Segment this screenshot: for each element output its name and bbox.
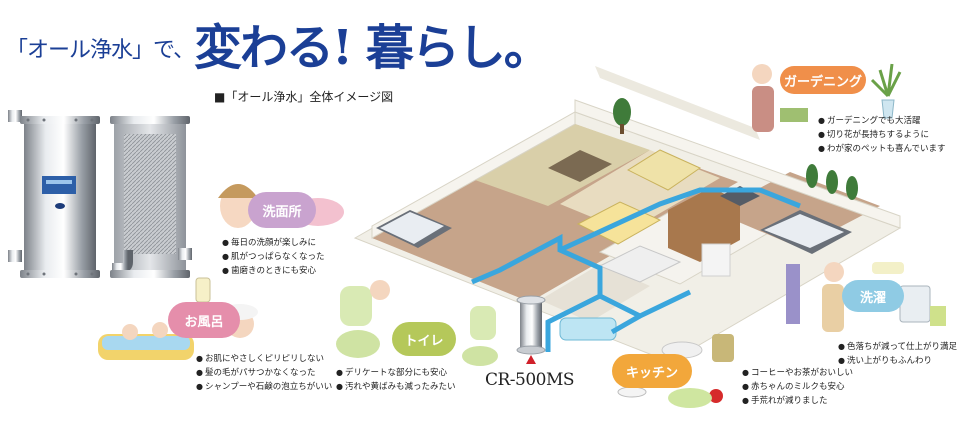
tree-icon: [613, 98, 858, 200]
toilet-label: トイレ: [392, 322, 456, 356]
list-item: 肌がつっぱらなくなった: [222, 250, 325, 264]
toilet-benefits: デリケートな部分にも安心 汚れや黄ばみも減ったみたい: [336, 366, 456, 394]
kitchen-label: キッチン: [612, 354, 692, 388]
model-label: CR-500MS: [485, 370, 575, 390]
bath-label: お風呂: [168, 302, 240, 338]
list-item: 汚れや黄ばみも減ったみたい: [336, 380, 456, 394]
list-item: 毎日の洗顔が楽しみに: [222, 236, 325, 250]
list-item: ガーデニングでも大活躍: [818, 114, 946, 128]
list-item: お肌にやさしくピリピリしない: [196, 352, 332, 366]
garden-benefits: ガーデニングでも大活躍 切り花が長持ちするように わが家のペットも喜んでいます: [818, 114, 946, 156]
list-item: 歯磨きのときにも安心: [222, 264, 325, 278]
laundry-label: 洗濯: [842, 280, 904, 312]
washroom-label: 洗面所: [248, 192, 316, 228]
filter-unit-left: [8, 110, 100, 278]
headline-lead: 「オール浄水」で、: [6, 38, 195, 63]
headline-main: 変わる! 暮らし。: [194, 20, 552, 76]
list-item: 切り花が長持ちするように: [818, 128, 946, 142]
kitchen-benefits: コーヒーやお茶がおいしい 赤ちゃんのミルクも安心 手荒れが減りました: [742, 366, 853, 408]
list-item: 洗い上がりもふんわり: [838, 354, 957, 368]
cr-500ms-unit: [516, 295, 546, 364]
list-item: デリケートな部分にも安心: [336, 366, 456, 380]
bath-benefits: お肌にやさしくピリピリしない 髪の毛がパサつかなくなった シャンプーや石鹸の泡立…: [196, 352, 332, 394]
list-item: 赤ちゃんのミルクも安心: [742, 380, 853, 394]
headline: 「オール浄水」で、 変わる! 暮らし。: [0, 4, 640, 76]
floor-plan: [353, 63, 902, 363]
kitchen-illustration: [617, 334, 734, 408]
garden-illustration: [752, 64, 808, 132]
list-item: シャンプーや石鹸の泡立ちがいい: [196, 380, 332, 394]
diagram-caption: ■「オール浄水」全体イメージ図: [214, 90, 394, 104]
washroom-benefits: 毎日の洗顔が楽しみに 肌がつっぱらなくなった 歯磨きのときにも安心: [222, 236, 325, 278]
list-item: 色落ちが減って仕上がり満足: [838, 340, 957, 354]
list-item: コーヒーやお茶がおいしい: [742, 366, 853, 380]
laundry-benefits: 色落ちが減って仕上がり満足 洗い上がりもふんわり: [838, 340, 957, 368]
toilet-illustration: [336, 280, 498, 366]
garden-label: ガーデニング: [780, 66, 866, 94]
list-item: わが家のペットも喜んでいます: [818, 142, 946, 156]
filter-unit-cutaway: [110, 116, 192, 278]
laundry-illustration: [786, 262, 946, 332]
list-item: 髪の毛がパサつかなくなった: [196, 366, 332, 380]
list-item: 手荒れが減りました: [742, 394, 853, 408]
